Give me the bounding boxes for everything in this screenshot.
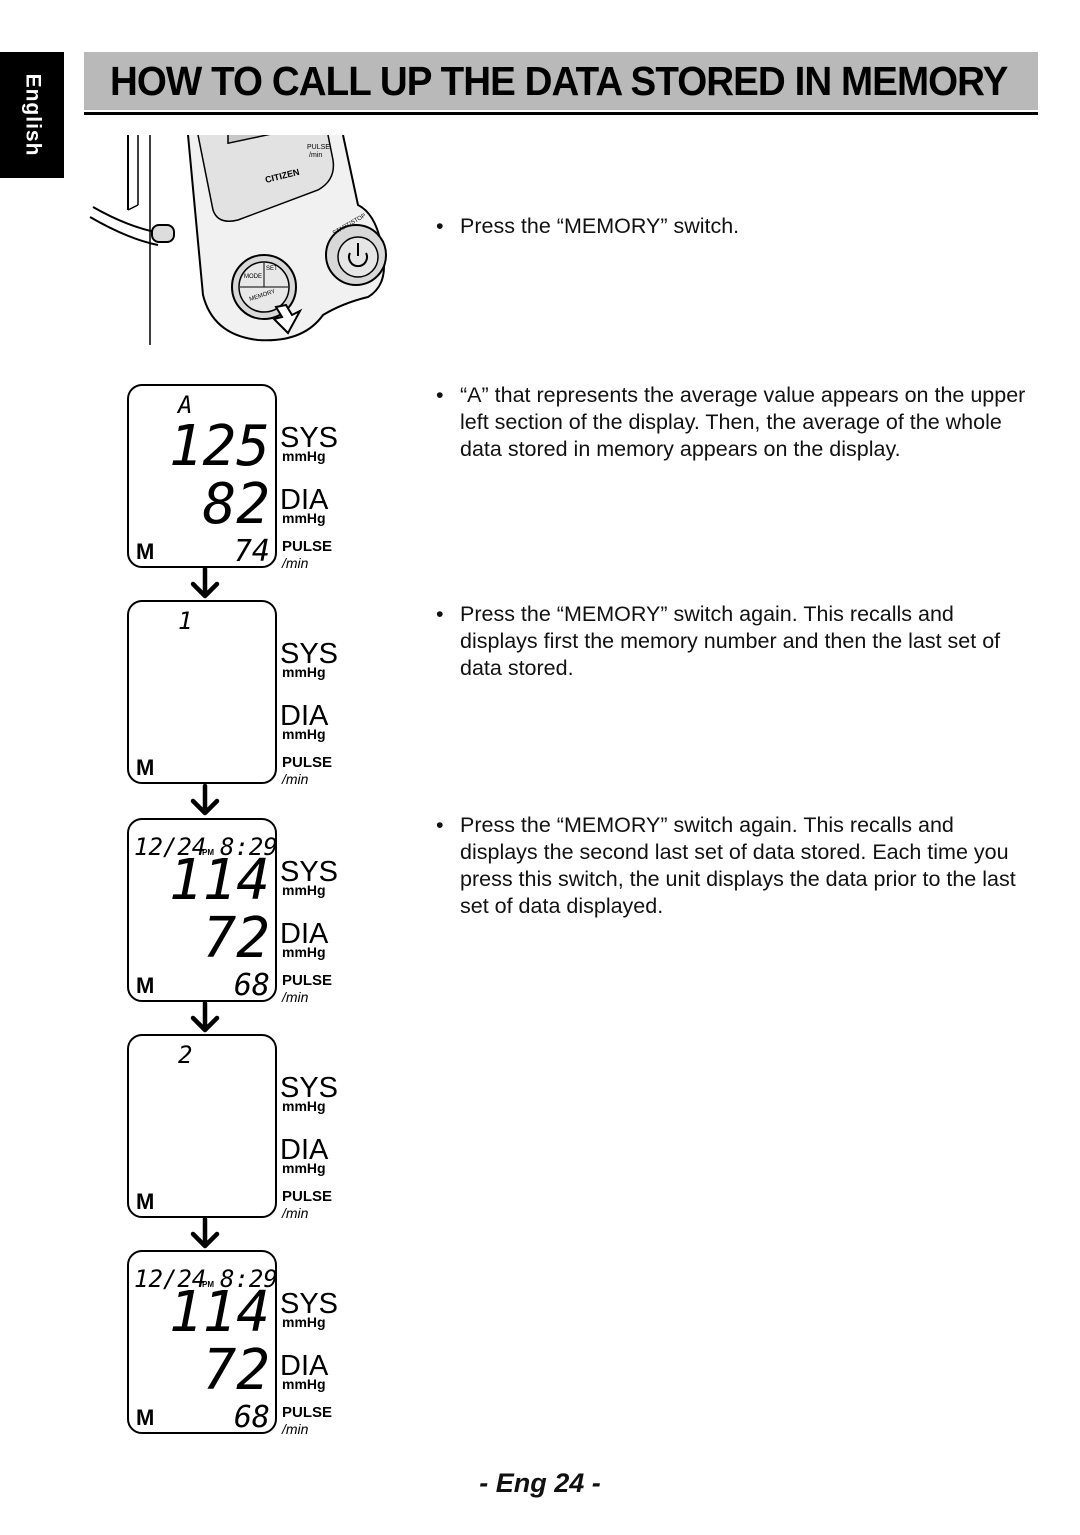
down-arrow-icon xyxy=(190,784,220,816)
lcd-sys-value: 114 xyxy=(169,1280,270,1345)
lcd-pulse-label: PULSE xyxy=(282,1188,332,1205)
language-tab-label: English xyxy=(21,73,44,157)
lcd-sys-label: SYS xyxy=(280,856,338,888)
lcd-sys-label: SYS xyxy=(280,1072,338,1104)
lcd-dia-label: DIA xyxy=(280,1134,329,1166)
lcd-dia-value: 72 xyxy=(203,906,270,971)
lcd-sys-label: SYS xyxy=(280,422,338,454)
step-1-text: Press the “MEMORY” switch. xyxy=(460,214,740,238)
device-set-label: SET xyxy=(266,266,278,272)
lcd-memory-indicator: M xyxy=(136,1405,154,1430)
lcd-memory-indicator: M xyxy=(136,755,154,780)
step-2: • “A” that represents the average value … xyxy=(436,382,1036,463)
page-title: HOW TO CALL UP THE DATA STORED IN MEMORY xyxy=(110,57,1008,104)
step-4-bullet: • xyxy=(436,813,444,837)
lcd-pulse-unit: /min xyxy=(281,555,309,571)
lcd-time: 8:29 xyxy=(220,833,278,861)
lcd-memory-indicator: M xyxy=(136,539,154,564)
lcd-dia-unit: mmHg xyxy=(282,1160,326,1176)
lcd-sys-unit: mmHg xyxy=(282,1314,326,1330)
lcd-pulse-label: PULSE xyxy=(282,1404,332,1421)
device-illustration: PULSE /min CITIZEN MODE SET MEMORY START… xyxy=(89,135,387,345)
step-4-text: Press the “MEMORY” switch again. This re… xyxy=(460,813,1016,918)
title-rule xyxy=(84,112,1038,115)
down-arrow-icon xyxy=(190,567,220,599)
lcd-pulse-label: PULSE xyxy=(282,972,332,989)
lcd-pulse-value: 68 xyxy=(234,968,270,1003)
lcd-pulse-unit: /min xyxy=(281,1421,309,1437)
step-3: • Press the “MEMORY” switch again. This … xyxy=(436,601,1036,682)
lcd-pulse-label: PULSE xyxy=(282,754,332,771)
lcd-top-indicator: A xyxy=(176,391,192,419)
lcd-dia-label: DIA xyxy=(280,1350,329,1382)
lcd-dia-unit: mmHg xyxy=(282,726,326,742)
step-2-bullet: • xyxy=(436,383,444,407)
lcd-top-indicator: 1 xyxy=(178,607,192,635)
lcd-dia-unit: mmHg xyxy=(282,944,326,960)
lcd-dia-label: DIA xyxy=(280,484,329,516)
device-pulse-label: PULSE xyxy=(307,144,330,151)
lcd-pulse-unit: /min xyxy=(281,989,309,1005)
lcd-pulse-label: PULSE xyxy=(282,538,332,555)
step-1-bullet: • xyxy=(436,214,444,238)
lcd-sys-label: SYS xyxy=(280,638,338,670)
lcd-sys-unit: mmHg xyxy=(282,1098,326,1114)
lcd-memory-indicator: M xyxy=(136,973,154,998)
page-number: - Eng 24 - xyxy=(479,1468,601,1498)
lcd-sys-value: 125 xyxy=(169,414,270,479)
step-1: • Press the “MEMORY” switch. xyxy=(436,213,1036,240)
lcd-sys-value: 114 xyxy=(169,848,270,913)
lcd-dia-value: 72 xyxy=(203,1338,270,1403)
lcd-memory-indicator: M xyxy=(136,1189,154,1214)
lcd-sys-unit: mmHg xyxy=(282,664,326,680)
lcd-dia-label: DIA xyxy=(280,918,329,950)
lcd-dia-label: DIA xyxy=(280,700,329,732)
lcd-dia-value: 82 xyxy=(203,472,270,537)
lcd-top-indicator: 2 xyxy=(178,1041,192,1069)
lcd-pulse-unit: /min xyxy=(281,1205,309,1221)
lcd-dia-unit: mmHg xyxy=(282,1376,326,1392)
lcd-time: 8:29 xyxy=(220,1265,278,1293)
lcd-sys-unit: mmHg xyxy=(282,448,326,464)
lcd-pulse-value: 68 xyxy=(234,1400,270,1435)
lcd-sys-label: SYS xyxy=(280,1288,338,1320)
device-pulse-unit: /min xyxy=(309,152,322,159)
step-4: • Press the “MEMORY” switch again. This … xyxy=(436,812,1036,920)
lcd-date: 12/24 xyxy=(134,1265,206,1293)
step-3-text: Press the “MEMORY” switch again. This re… xyxy=(460,602,1001,680)
lcd-pulse-unit: /min xyxy=(281,771,309,787)
step-3-bullet: • xyxy=(436,602,444,626)
lcd-pm: PM xyxy=(202,848,214,857)
lcd-dia-unit: mmHg xyxy=(282,510,326,526)
title-bar: HOW TO CALL UP THE DATA STORED IN MEMORY xyxy=(84,52,1038,110)
lcd-pm: PM xyxy=(202,1280,214,1289)
device-mode-label: MODE xyxy=(244,274,262,280)
lcd-date: 12/24 xyxy=(134,833,206,861)
down-arrow-icon xyxy=(190,1001,220,1033)
lcd-sys-unit: mmHg xyxy=(282,882,326,898)
step-2-text: “A” that represents the average value ap… xyxy=(460,383,1026,461)
lcd-pulse-value: 74 xyxy=(234,534,270,569)
language-tab: English xyxy=(0,52,64,178)
down-arrow-icon xyxy=(190,1217,220,1249)
